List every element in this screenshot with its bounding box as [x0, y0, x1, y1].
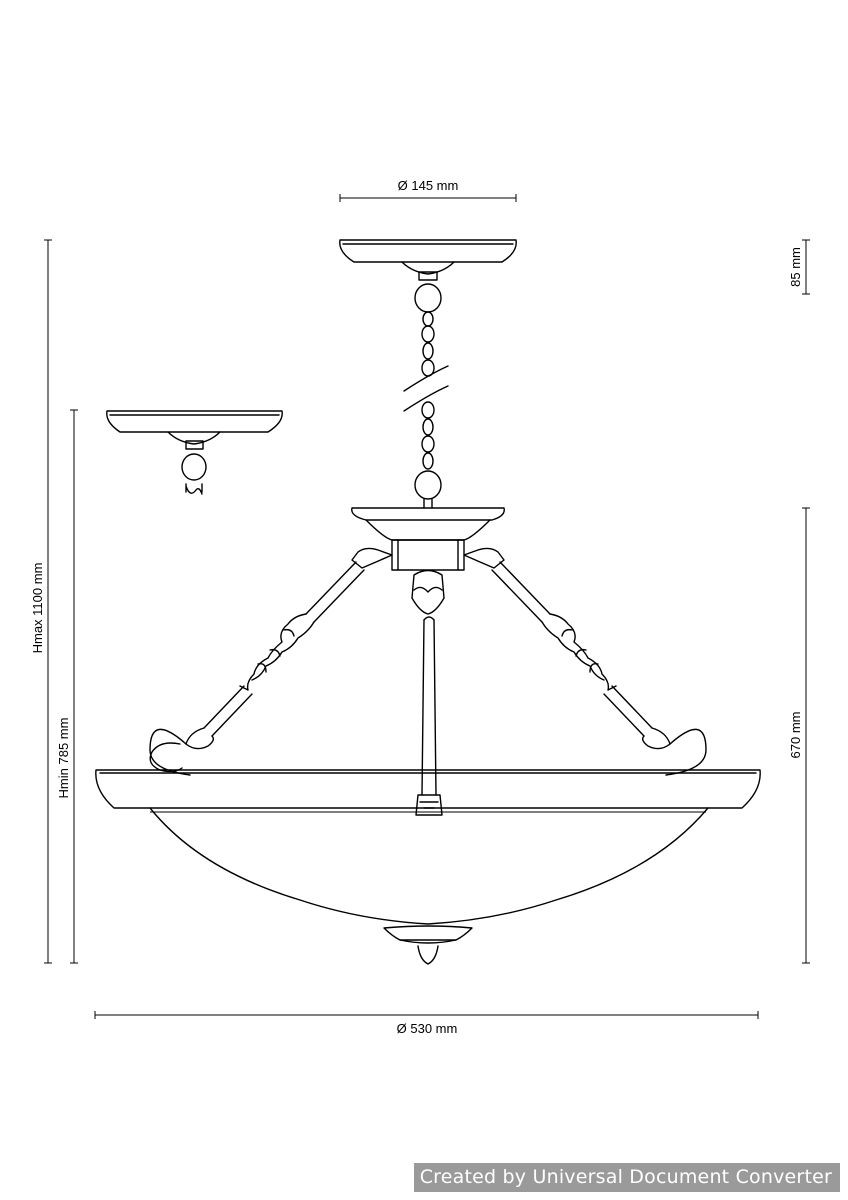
- hmin-dimension: Hmin 785 mm: [56, 409, 78, 964]
- ceiling-canopy: [339, 239, 517, 281]
- top-diameter-dimension: Ø 145 mm: [339, 178, 517, 202]
- top-diameter-label: Ø 145 mm: [398, 178, 459, 193]
- chain: [403, 283, 449, 509]
- alternate-canopy: [106, 410, 283, 495]
- hmax-dimension: Hmax 1100 mm: [30, 239, 52, 964]
- bowl-diameter-dimension: Ø 530 mm: [94, 1011, 759, 1036]
- canopy-height-label: 85 mm: [788, 247, 803, 287]
- upper-hub: [351, 507, 505, 615]
- bowl-diameter-label: Ø 530 mm: [397, 1021, 458, 1036]
- watermark-banner: Created by Universal Document Converter: [413, 1163, 840, 1192]
- glass-bowl: [95, 769, 761, 965]
- canopy-height-dimension: 85 mm: [788, 239, 810, 295]
- hmax-label: Hmax 1100 mm: [30, 563, 45, 654]
- body-height-label: 670 mm: [788, 712, 803, 759]
- right-arm: [463, 547, 707, 776]
- hmin-label: Hmin 785 mm: [56, 718, 71, 799]
- body-height-dimension: 670 mm: [788, 507, 810, 964]
- central-rod: [415, 616, 443, 816]
- left-arm: [149, 547, 393, 776]
